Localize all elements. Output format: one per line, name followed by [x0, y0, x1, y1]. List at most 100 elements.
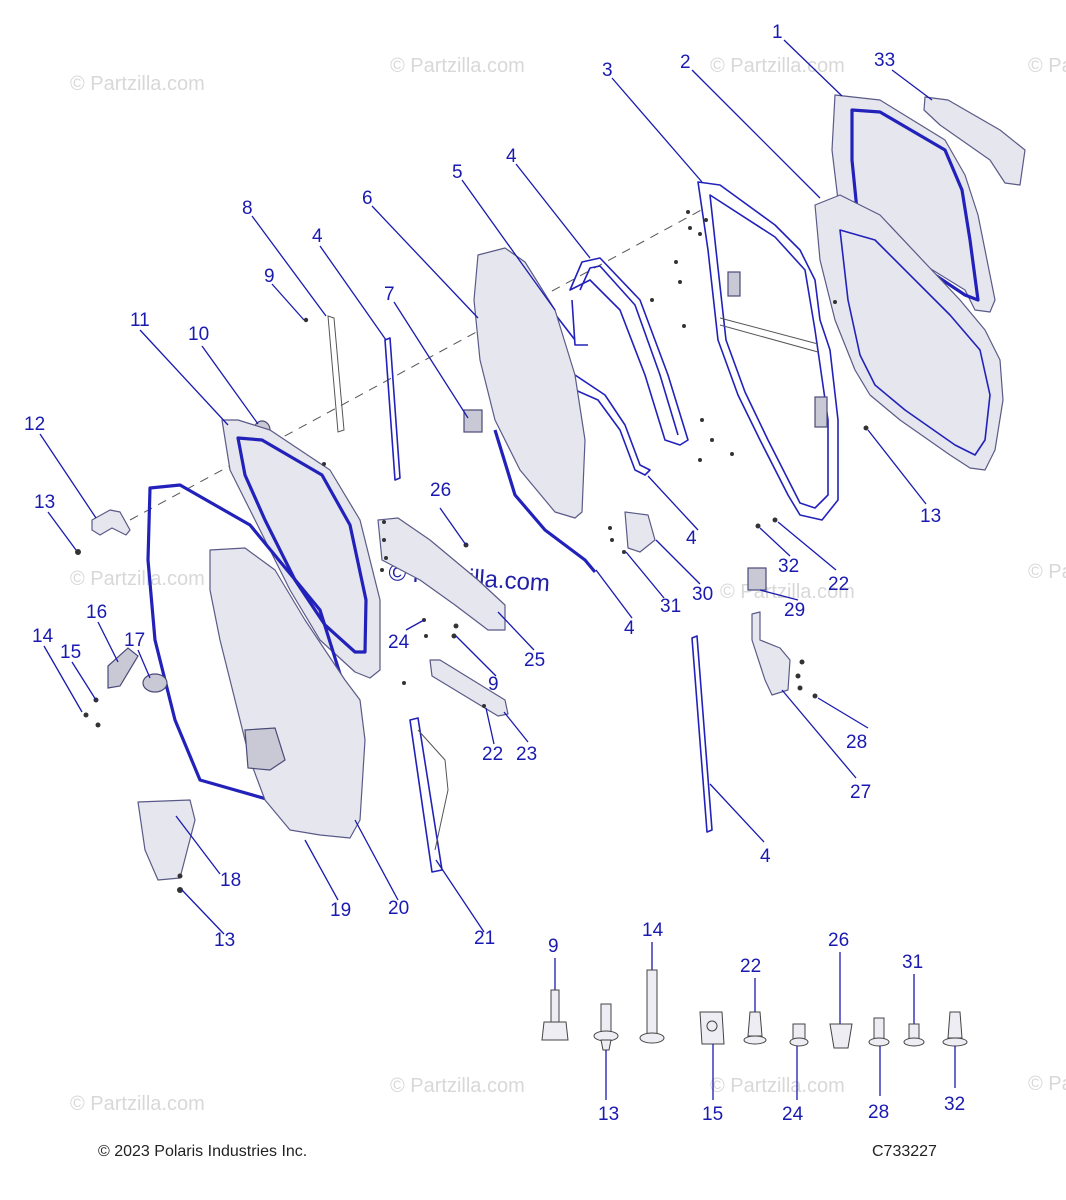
watermark: © Partzilla.com: [390, 55, 525, 77]
callout-15: 15: [60, 642, 81, 663]
watermark: © Partzilla.com: [1028, 561, 1066, 583]
callout-21: 21: [474, 928, 495, 949]
watermark: © Partzilla.com: [70, 73, 205, 95]
watermark: © Partzilla.com: [70, 1093, 205, 1115]
hardware-28-screw: 28: [868, 1017, 890, 1123]
callout-4: 4: [312, 226, 323, 247]
callout-22: 22: [828, 574, 849, 595]
part-21-window-regulator: [409, 717, 449, 873]
svg-text:28: 28: [868, 1102, 889, 1123]
hardware-31-rivet: 31: [902, 952, 925, 1047]
hardware-32-push-pin: 32: [942, 1011, 968, 1115]
callout-30: 30: [692, 584, 713, 605]
part-4-vertical-strip-left: [384, 337, 401, 481]
callout-13: 13: [920, 506, 941, 527]
callout-7: 7: [384, 284, 395, 305]
hardware-15-clip-nut: 15: [699, 1011, 725, 1125]
part-4-lower-glass-run: [493, 429, 597, 574]
part-29-clip: [747, 567, 767, 591]
assembly-axis-line: [129, 207, 706, 521]
fasteners: [75, 210, 869, 893]
part-18-storage-pocket: [137, 799, 196, 881]
callout-12: 12: [24, 414, 45, 435]
callout-10: 10: [188, 324, 209, 345]
hardware-24-rivet: 24: [782, 1023, 809, 1125]
part-27-latch: [751, 611, 791, 696]
callout-29: 29: [784, 600, 805, 621]
callout-4: 4: [686, 528, 697, 549]
watermark: © Partzilla.com: [390, 1075, 525, 1097]
hardware-26-clip: 26: [828, 930, 853, 1049]
callout-9: 9: [488, 674, 499, 695]
copyright-text: © 2023 Polaris Industries Inc.: [98, 1143, 307, 1160]
part-4-vertical-strip-right: [691, 635, 713, 833]
callout-6: 6: [362, 188, 373, 209]
callout-11: 11: [130, 310, 150, 331]
callout-9: 9: [264, 266, 275, 287]
watermark: © Partzilla.com: [710, 55, 845, 77]
svg-text:32: 32: [944, 1094, 965, 1115]
hardware-14-long-screw: 14: [639, 920, 665, 1044]
svg-text:9: 9: [548, 936, 559, 957]
callout-17: 17: [124, 630, 145, 651]
callout-4: 4: [760, 846, 771, 867]
watermark: © Partzilla.com: [1028, 55, 1066, 77]
svg-text:26: 26: [828, 930, 849, 951]
callout-28: 28: [846, 732, 867, 753]
diagram-code: C733227: [872, 1143, 937, 1160]
svg-text:24: 24: [782, 1104, 804, 1125]
callout-14: 14: [32, 626, 54, 647]
callout-4: 4: [506, 146, 517, 167]
callout-13: 13: [34, 492, 55, 513]
callout-33: 33: [874, 50, 895, 71]
callout-3: 3: [602, 60, 613, 81]
part-6-door-glass: [473, 247, 586, 519]
part-23-bracket: [429, 659, 509, 717]
part-16-bracket: [107, 647, 139, 689]
callout-1: 1: [772, 22, 783, 43]
callout-16: 16: [86, 602, 107, 623]
watermarks: © Partzilla.com © Partzilla.com © Partzi…: [70, 55, 1066, 1115]
part-2-inner-door-panel: [814, 194, 1004, 471]
callout-8: 8: [242, 198, 253, 219]
part-3-door-frame: [697, 181, 839, 521]
callout-22: 22: [482, 744, 503, 765]
watermark: © Partzilla.com: [1028, 1073, 1066, 1095]
callout-26: 26: [430, 480, 451, 501]
part-12-handle: [91, 509, 131, 536]
callout-23: 23: [516, 744, 537, 765]
svg-text:15: 15: [702, 1104, 723, 1125]
callout-20: 20: [388, 898, 409, 919]
part-20-inner-trim-panel: [209, 547, 366, 839]
part-7-glass-stop: [463, 409, 483, 433]
watermark: © Partzilla.com: [710, 1075, 845, 1097]
callout-5: 5: [452, 162, 463, 183]
callout-32: 32: [778, 556, 799, 577]
callout-2: 2: [680, 52, 691, 73]
part-30-hinge: [624, 511, 656, 553]
callout-4: 4: [624, 618, 635, 639]
watermark: © Partzilla.com: [70, 568, 205, 590]
callout-labels: 1 2 3 33 4 5 6 8 4 9 7 11 10 12 13 26 4 …: [24, 22, 941, 951]
leader-lines: [39, 39, 933, 935]
hardware-9-bolt: 9: [541, 936, 569, 1041]
callout-31: 31: [660, 596, 681, 617]
part-33-top-trim: [923, 96, 1026, 186]
callout-19: 19: [330, 900, 351, 921]
part-25-mount-plate: [377, 517, 506, 631]
part-17-bumper: [142, 673, 168, 693]
svg-text:31: 31: [902, 952, 923, 973]
callout-24: 24: [388, 632, 410, 653]
part-11-door-sash: [221, 419, 381, 679]
callout-27: 27: [850, 782, 871, 803]
hardware-22-push-pin: 22: [740, 956, 767, 1045]
callout-13: 13: [214, 930, 235, 951]
svg-text:14: 14: [642, 920, 664, 941]
callout-25: 25: [524, 650, 545, 671]
svg-text:22: 22: [740, 956, 761, 977]
part-8-rod: [327, 315, 345, 433]
hardware-13-screw: 13: [593, 1003, 619, 1125]
hardware-legend: 9 13 14 15 22: [541, 920, 968, 1125]
callout-18: 18: [220, 870, 241, 891]
